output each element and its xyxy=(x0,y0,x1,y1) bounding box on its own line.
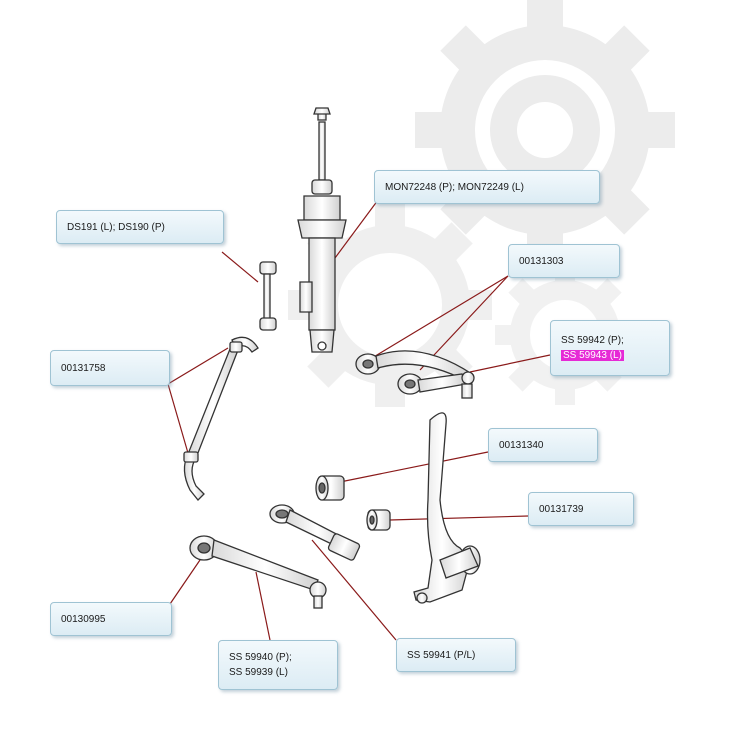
callout-lower-bushing: 00130995 xyxy=(50,602,172,636)
upper-control-arm-part xyxy=(355,350,475,399)
bushing-1340-label: 00131340 xyxy=(499,439,544,451)
strut-rod-part xyxy=(269,504,361,561)
upper-arm-label-line2: SS 59943 (L) xyxy=(561,348,659,363)
callout-upper-bushing: 00131303 xyxy=(508,244,620,278)
leader-bushing-1340 xyxy=(339,451,489,483)
leader-stabilizer-link xyxy=(221,251,259,283)
lower-arm-label-line2: SS 59939 (L) xyxy=(229,667,288,678)
stabilizer-link-part xyxy=(259,261,277,331)
upper-arm-label-line1: SS 59942 (P); xyxy=(561,335,624,346)
upper-arm-label-highlight: SS 59943 (L) xyxy=(561,350,624,361)
upper-bushing-label: 00131303 xyxy=(519,255,564,267)
callout-bushing-1340: 00131340 xyxy=(488,428,598,462)
lower-control-arm-part xyxy=(189,535,327,609)
callout-bushing-1739: 00131739 xyxy=(528,492,634,526)
leader-shock xyxy=(334,199,379,259)
lower-bushing-label: 00130995 xyxy=(61,613,106,625)
bushing-00131739-part xyxy=(366,509,391,531)
stabilizer-link-label: DS191 (L); DS190 (P) xyxy=(67,221,165,233)
strut-rod-label: SS 59941 (P/L) xyxy=(407,649,476,661)
bushing-1739-label: 00131739 xyxy=(539,503,584,515)
leader-upper-arm xyxy=(469,354,551,373)
bushing-00131340-part xyxy=(315,475,345,501)
leader-upper-bushing-b xyxy=(419,275,509,371)
callout-lower-arm: SS 59940 (P); SS 59939 (L) xyxy=(218,640,338,690)
callout-stabilizer-bar: 00131758 xyxy=(50,350,170,386)
callout-strut-rod: SS 59941 (P/L) xyxy=(396,638,516,672)
leader-upper-bushing-a xyxy=(371,275,509,359)
leader-stab-bar-a xyxy=(167,347,229,385)
leader-lower-bushing xyxy=(169,559,201,605)
steering-knuckle-part xyxy=(413,412,481,604)
leader-stab-bar-b xyxy=(167,383,191,461)
leader-lower-arm xyxy=(255,571,271,641)
callout-upper-arm: SS 59942 (P); SS 59943 (L) xyxy=(550,320,670,376)
lower-arm-label-line1: SS 59940 (P); xyxy=(229,652,292,663)
leader-bushing-1739 xyxy=(389,515,529,521)
leader-lines xyxy=(167,199,551,641)
gear-watermark-large-icon xyxy=(415,0,675,260)
shock-label: MON72248 (P); MON72249 (L) xyxy=(385,181,524,193)
stabilizer-bar-label: 00131758 xyxy=(61,362,106,374)
callout-shock-absorber: MON72248 (P); MON72249 (L) xyxy=(374,170,600,204)
leader-strut-rod xyxy=(311,539,397,641)
stabilizer-bar-part xyxy=(183,336,259,501)
callout-stabilizer-link: DS191 (L); DS190 (P) xyxy=(56,210,224,244)
shock-absorber-part xyxy=(297,107,347,353)
